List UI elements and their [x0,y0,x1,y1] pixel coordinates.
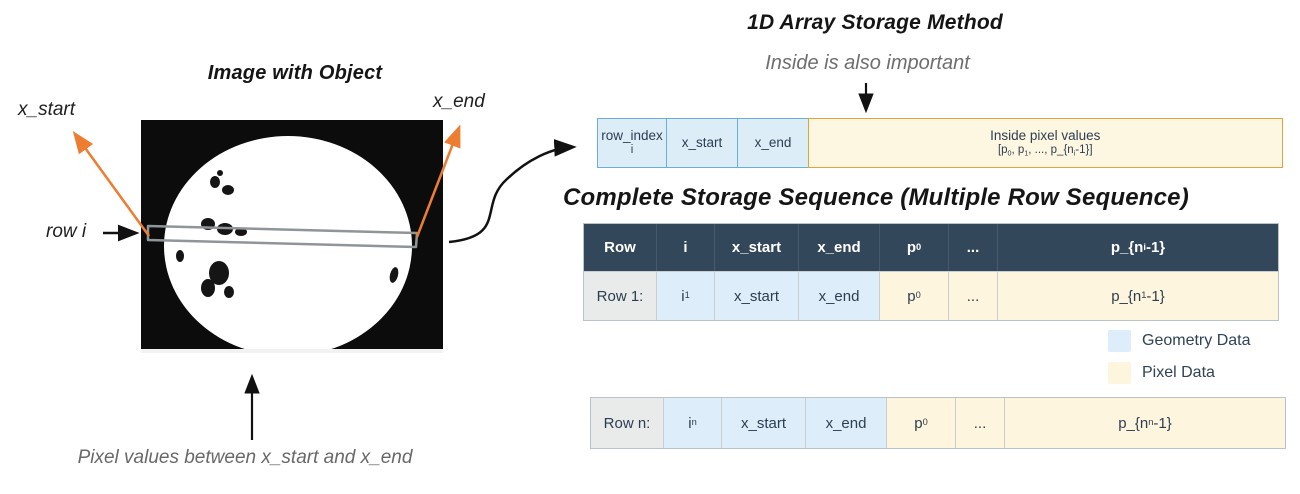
rown-x-start: x_start [721,398,805,448]
sequence-title: Complete Storage Sequence (Multiple Row … [563,184,1189,211]
array-cell-row-index-label: row_index [601,128,663,143]
geometry-data-label: Geometry Data [1142,332,1251,349]
header-cell-row: Row [584,224,656,271]
header-cell-x-start: x_start [714,224,798,271]
inside-pixels-label: Inside pixel values [990,127,1101,143]
x-start-label: x_start [18,99,76,120]
header-cell-x-end: x_end [798,224,879,271]
image-bottom-strip [141,349,443,353]
pixel-data-label: Pixel Data [1142,364,1215,381]
storage-array: row_index i x_start x_end Inside pixel v… [597,118,1283,168]
array-cell-row-index: row_index i [597,118,667,168]
array-method-subtitle: Inside is also important [765,52,970,74]
row-i-label: row i [46,221,87,242]
rown-x-end: x_end [805,398,886,448]
legend: Geometry Data Pixel Data [1108,330,1250,384]
array-cell-x-start: x_start [665,118,739,168]
array-cell-inside-pixels: Inside pixel values [p0, p1, ..., p_{ni-… [807,118,1283,168]
geometry-data-swatch [1108,330,1131,352]
row1-x-end: x_end [798,271,879,320]
image-panel-title: Image with Object [207,62,383,84]
legend-item-pixel: Pixel Data [1108,362,1250,384]
array-cell-x-end: x_end [737,118,809,168]
row1-dots: ... [948,271,997,320]
header-cell-i: i [656,224,714,271]
x-end-label: x_end [433,91,485,112]
rown-dots: ... [955,398,1004,448]
rown-label: Row n: [591,398,663,448]
row1-label: Row 1: [584,271,656,320]
header-cell-dots: ... [948,224,997,271]
image-with-object [141,120,443,353]
row1-x-start: x_start [714,271,798,320]
pixel-values-caption: Pixel values between x_start and x_end [77,447,413,468]
image-to-array-arrow [448,139,577,244]
pixel-data-swatch [1108,362,1131,384]
legend-item-geometry: Geometry Data [1108,330,1250,352]
inside-pixels-formula: [p0, p1, ..., p_{ni-1}] [997,144,1093,158]
array-method-title: 1D Array Storage Method [747,11,1003,34]
array-cell-row-index-sub: i [630,144,634,157]
